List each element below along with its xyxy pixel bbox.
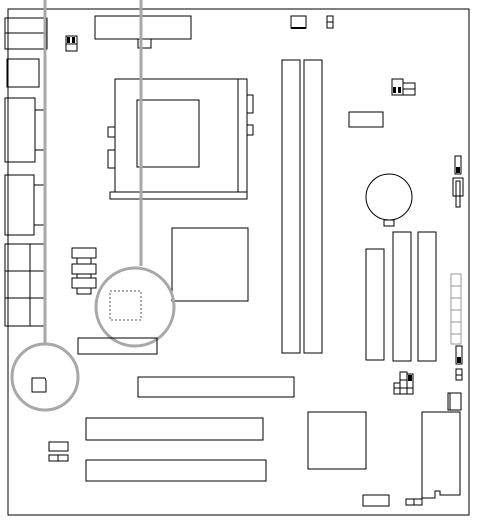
- usb-ports: [6, 58, 40, 88]
- south-bridge-chip: [307, 411, 367, 470]
- callout-circle-2: [94, 266, 176, 348]
- north-bridge-chip: [171, 227, 249, 302]
- jumper-top-left: [65, 35, 78, 52]
- dimm-slot-2: [303, 59, 323, 354]
- jumper-far-right-1: [454, 155, 462, 175]
- highlighted-component: [31, 377, 47, 393]
- connector-bottom-1: [362, 494, 390, 507]
- stacked-connectors: [71, 247, 97, 295]
- slot-right-3: [417, 231, 437, 362]
- front-panel-header: [450, 273, 462, 345]
- highlighted-chip: [109, 290, 142, 321]
- agp-slot: [137, 376, 295, 398]
- jumper-far-right-2: [452, 177, 464, 208]
- dimm-slot-1: [281, 59, 301, 354]
- jumper-lower-right: [393, 371, 414, 395]
- connector-bottom-2: [405, 498, 423, 506]
- cmos-battery: [365, 173, 413, 221]
- pci-slot-1: [85, 417, 264, 441]
- callout-circle-1: [10, 342, 80, 412]
- audio-game-ports: [4, 243, 46, 327]
- jumper-far-right-4: [455, 368, 463, 381]
- connector-bottom-left: [48, 441, 69, 462]
- parallel-port: [4, 174, 35, 236]
- slot-right-1: [365, 248, 385, 361]
- fan-connector: [290, 15, 307, 29]
- floppy-connector: [94, 15, 192, 40]
- slot-right-2: [392, 231, 412, 362]
- jumper-far-right-3: [455, 345, 463, 365]
- bios-chip: [348, 111, 384, 128]
- board-outline: [7, 8, 470, 516]
- serial-port-1: [4, 97, 36, 163]
- power-connector: [421, 411, 461, 499]
- header-lower-left: [77, 337, 158, 355]
- cpu-socket: [107, 78, 254, 200]
- rear-io-panel: [4, 17, 48, 327]
- jumper-block-right: [391, 78, 416, 96]
- small-connector-right: [447, 392, 462, 411]
- pci-slot-2: [85, 459, 267, 482]
